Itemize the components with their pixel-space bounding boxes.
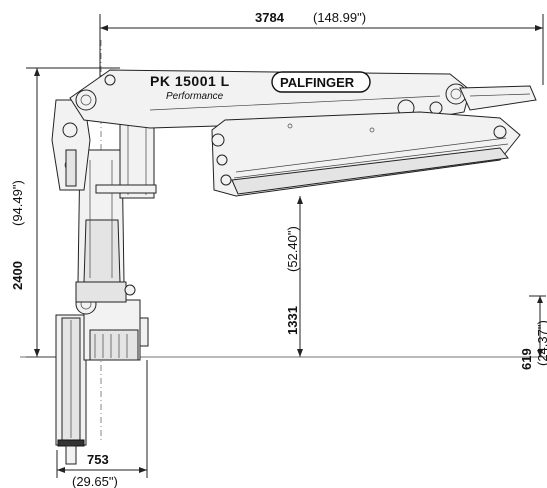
height-mm: 2400	[10, 261, 25, 290]
model-subtitle: Performance	[166, 91, 224, 102]
crane-column	[51, 99, 157, 296]
brand-name: PALFINGER	[280, 75, 355, 90]
base-width-inch: (29.65")	[72, 474, 118, 488]
reach-dimension: 3784 (148.99")	[99, 10, 544, 85]
brand-logo: PALFINGER	[271, 71, 371, 93]
stabilizer-leg	[55, 314, 87, 465]
right-height-dimension: 619 (24.37")	[519, 295, 547, 370]
pivot-height-mm: 1331	[285, 306, 300, 335]
height-inch: (94.49")	[10, 180, 25, 226]
base-width-mm: 753	[87, 452, 109, 467]
outer-boom	[211, 85, 537, 197]
crane-base	[75, 281, 149, 361]
reach-mm: 3784	[255, 10, 285, 25]
right-height-inch: (24.37")	[535, 320, 547, 366]
pivot-height-inch: (52.40")	[285, 226, 300, 272]
pivot-height-dimension: 1331 (52.40")	[285, 196, 303, 357]
reach-inch: (148.99")	[313, 10, 366, 25]
model-name: PK 15001 L	[150, 73, 230, 89]
right-height-mm: 619	[519, 348, 534, 370]
base-width-dimension: 753 (29.65")	[56, 360, 148, 488]
